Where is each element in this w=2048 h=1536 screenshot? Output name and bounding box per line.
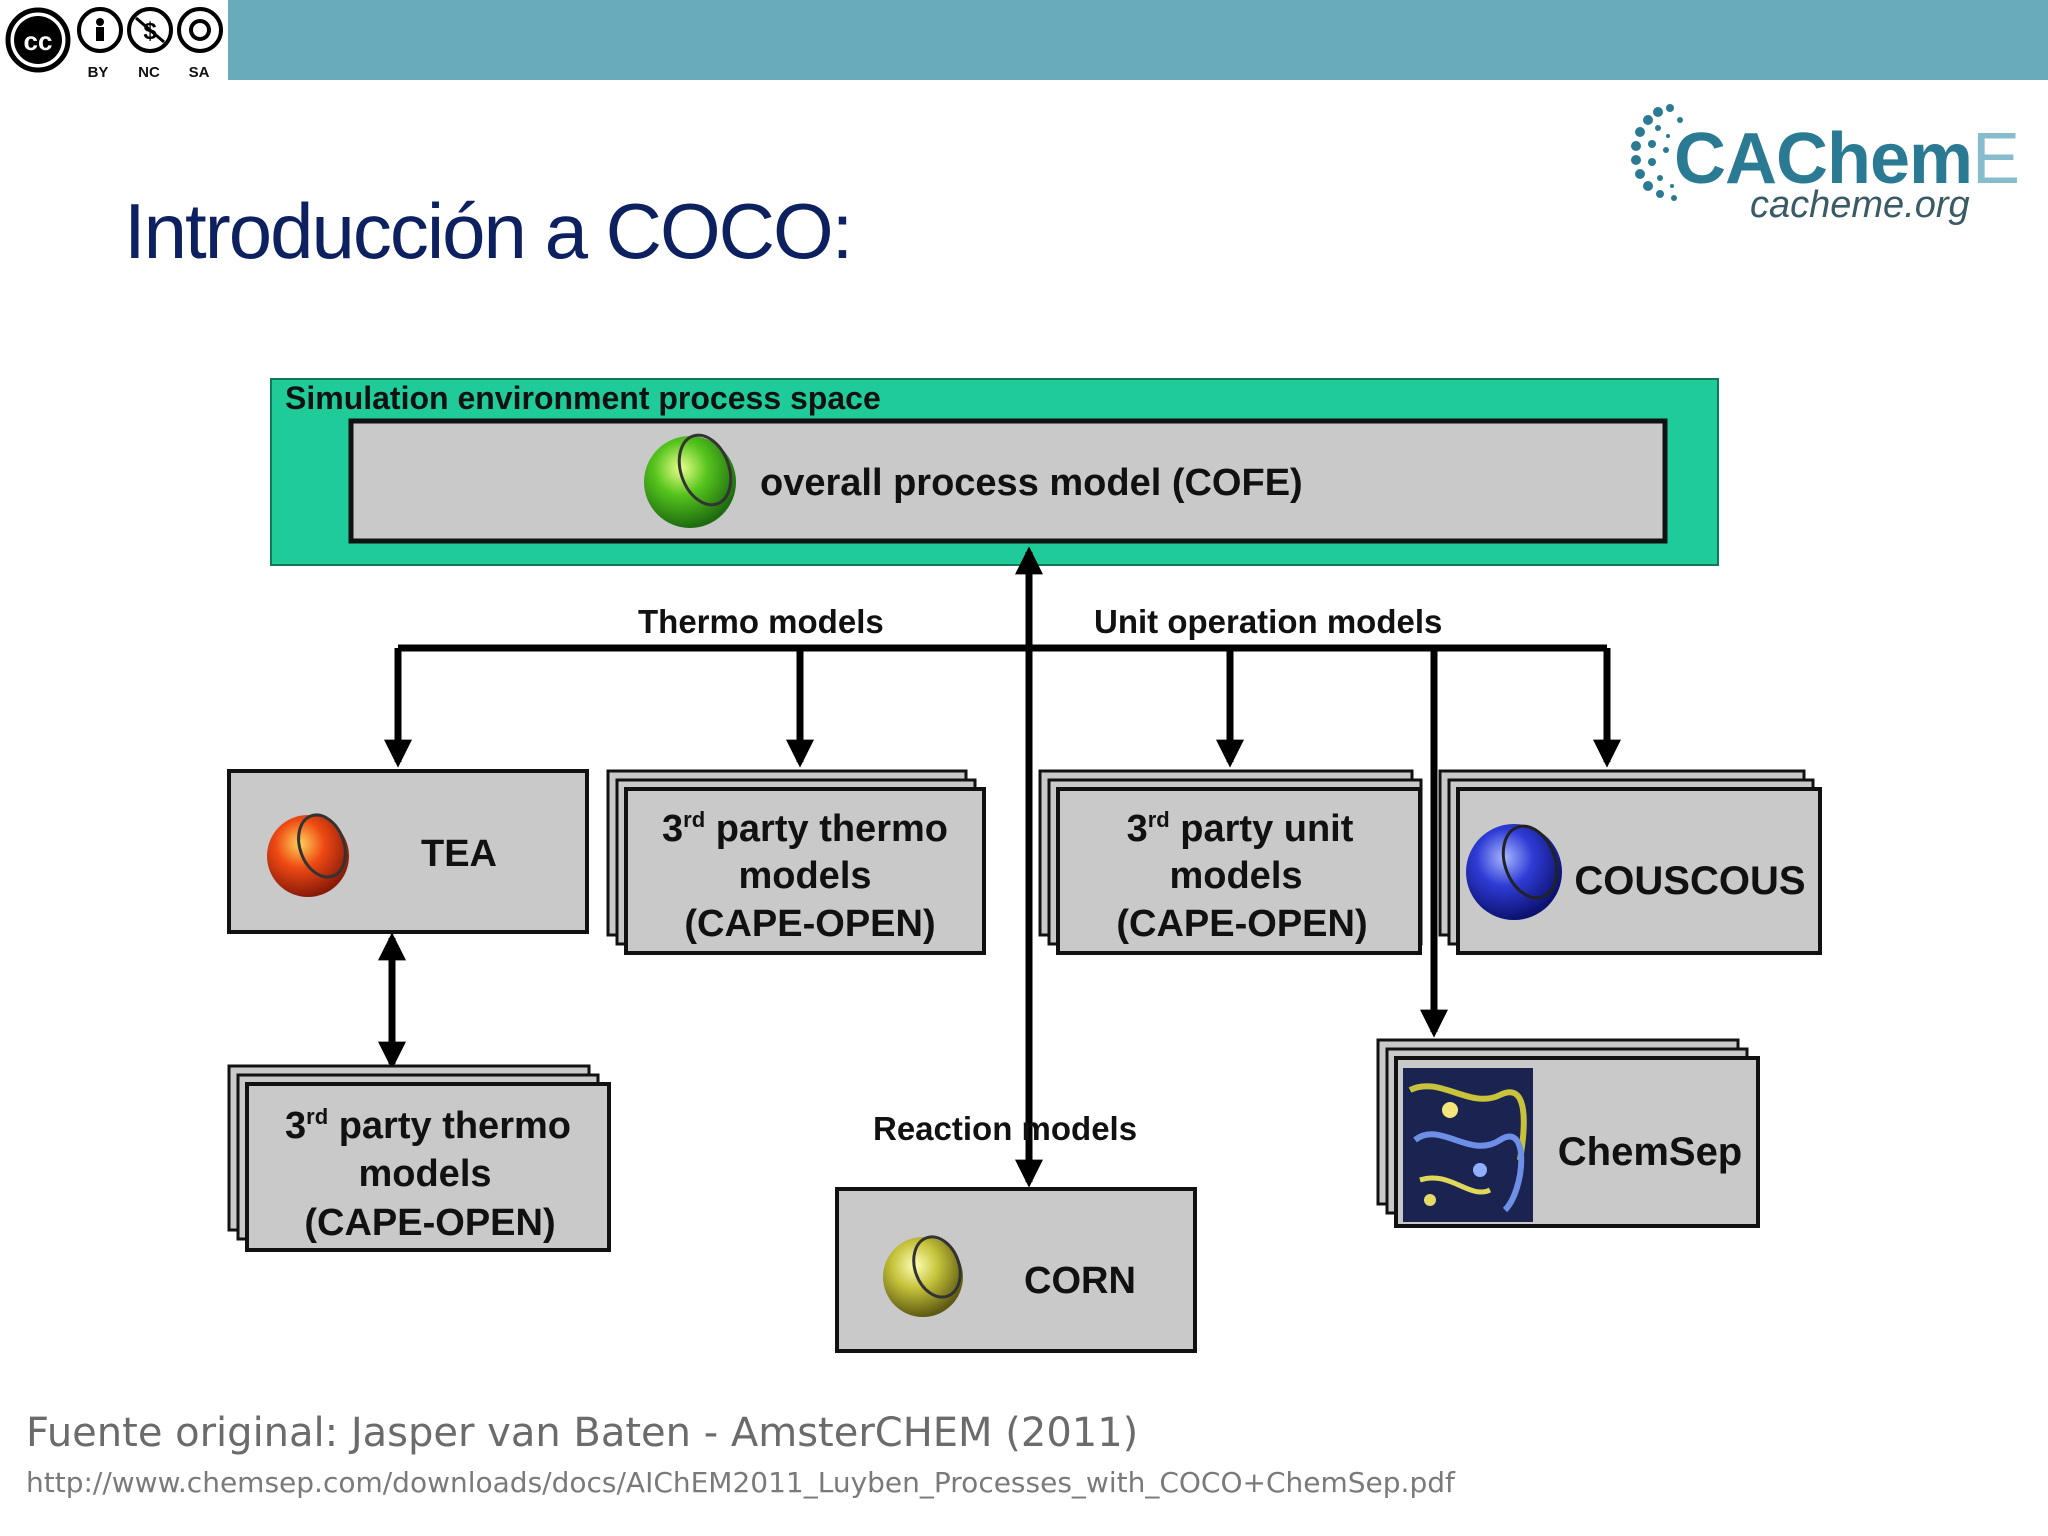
cofe-label: overall process model (COFE)	[760, 462, 1303, 504]
couscous-label: COUSCOUS	[1574, 859, 1805, 903]
process-space-label: Simulation environment process space	[285, 380, 881, 416]
thermo-models-label: Thermo models	[638, 603, 884, 640]
logo-wordmark: CAChemE	[1674, 119, 2020, 199]
tea-thermo-3rd-party-line2: models	[358, 1153, 491, 1195]
corn-sphere-icon	[883, 1235, 963, 1317]
slide-title: Introducción a COCO:	[124, 187, 853, 275]
svg-text:cc: cc	[24, 26, 53, 56]
thermo-3rd-party-stack[interactable]: 3rd party thermo models (CAPE-OPEN)	[606, 769, 986, 955]
top-banner	[0, 0, 2048, 80]
thermo-3rd-party-line1: 3rd party thermo	[662, 807, 948, 850]
logo-wordmark-e: E	[1972, 119, 2020, 199]
unit-3rd-party-line3: (CAPE-OPEN)	[1116, 903, 1367, 945]
logo-url: cacheme.org	[1750, 184, 1970, 226]
chemsep-stack[interactable]: ChemSep	[1376, 1038, 1760, 1228]
couscous-sphere-icon	[1466, 824, 1562, 920]
tea-thermo-3rd-party-stack[interactable]: 3rd party thermo models (CAPE-OPEN)	[227, 1064, 611, 1252]
unit-3rd-party-line2: models	[1169, 855, 1302, 897]
source-url-link[interactable]: http://www.chemsep.com/downloads/docs/AI…	[26, 1466, 1455, 1499]
chemsep-label: ChemSep	[1558, 1130, 1743, 1174]
cofe-sphere-icon	[644, 433, 736, 528]
source-credit: Fuente original: Jasper van Baten - Amst…	[26, 1410, 1139, 1456]
nc-label: NC	[138, 64, 160, 80]
tea-sphere-icon	[267, 813, 349, 897]
dots-logo-icon	[1631, 104, 1683, 201]
cc-icon: cc	[5, 7, 71, 73]
by-label: BY	[88, 64, 109, 80]
by-icon	[77, 7, 123, 53]
unit-3rd-party-line1: 3rd party unit	[1127, 807, 1354, 850]
sa-label: SA	[189, 64, 210, 80]
reaction-models-label: Reaction models	[873, 1110, 1137, 1147]
thermo-3rd-party-line2: models	[738, 855, 871, 897]
cacheme-logo[interactable]: CAChemE cacheme.org	[1630, 92, 2020, 232]
license-badge[interactable]: cc $ BY NC SA	[0, 0, 228, 80]
tea-thermo-3rd-party-line3: (CAPE-OPEN)	[304, 1202, 555, 1244]
sa-icon	[177, 7, 223, 53]
cofe-box[interactable]	[348, 418, 1668, 544]
tea-thermo-3rd-party-line1: 3rd party thermo	[285, 1104, 571, 1147]
couscous-stack[interactable]: COUSCOUS	[1438, 769, 1822, 955]
thermo-3rd-party-line3: (CAPE-OPEN)	[684, 903, 935, 945]
unit-operation-models-label: Unit operation models	[1094, 603, 1442, 640]
tea-label: TEA	[421, 833, 497, 875]
nc-icon: $	[127, 7, 173, 53]
corn-label: CORN	[1024, 1260, 1136, 1302]
unit-3rd-party-stack[interactable]: 3rd party unit models (CAPE-OPEN)	[1038, 769, 1423, 955]
chemsep-molecule-image	[1403, 1068, 1533, 1222]
